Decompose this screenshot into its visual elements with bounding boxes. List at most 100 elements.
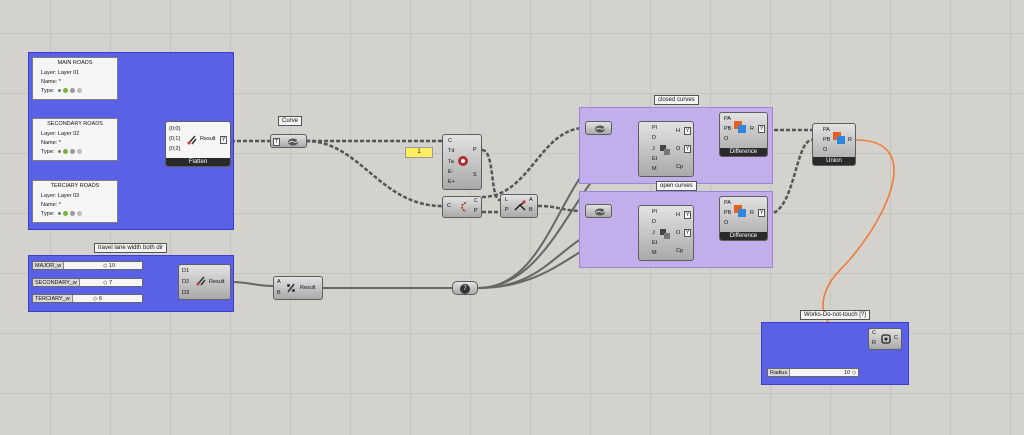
expr-input-d3[interactable]: D3 bbox=[182, 290, 190, 296]
offset-input-et[interactable]: Et bbox=[652, 240, 658, 246]
union-output-r[interactable]: R bbox=[848, 137, 852, 143]
offset-distance-panel[interactable]: 1 bbox=[405, 147, 433, 158]
offset-output-cp[interactable]: Cp bbox=[676, 164, 684, 170]
expression-component[interactable]: D1 D2 D3 Result bbox=[178, 264, 231, 300]
union-input-o[interactable]: O bbox=[823, 147, 828, 153]
offset-output-s[interactable]: S bbox=[473, 172, 477, 178]
expr-input-d1[interactable]: D1 bbox=[182, 268, 190, 274]
region-difference-open[interactable]: PA PB O R Y Difference bbox=[719, 196, 768, 241]
fillet-input-c[interactable]: C bbox=[872, 330, 876, 336]
slider-secondary-width[interactable]: SECONDARY_w 7 ◇ bbox=[32, 278, 143, 287]
closed-output-c[interactable]: C bbox=[474, 198, 478, 204]
offset-input-d[interactable]: D bbox=[652, 219, 656, 225]
closed-output-p[interactable]: P bbox=[474, 208, 478, 214]
expr-output[interactable]: Result bbox=[209, 279, 225, 285]
flatten-component[interactable]: {0;0} {0;1} {0;2} Result Y Flatten bbox=[165, 121, 231, 167]
region-union-component[interactable]: PA PB O R Union bbox=[812, 123, 856, 166]
diff-input-o[interactable]: O bbox=[724, 220, 729, 226]
offset-input-ta[interactable]: Ta bbox=[448, 159, 454, 165]
layer-type-row: Type: bbox=[41, 211, 82, 217]
expr-input-d2[interactable]: D2 bbox=[182, 279, 190, 285]
diff-input-pa[interactable]: PA bbox=[724, 116, 731, 122]
layer-terciary-roads[interactable]: TERCIARY ROADS Layer: Layer 03 Name: * T… bbox=[32, 180, 118, 223]
number-param[interactable]: 7 bbox=[452, 281, 478, 295]
diff-input-o[interactable]: O bbox=[724, 136, 729, 142]
offset-curve-closed[interactable]: Pl D J Et M H Y O Y Cp bbox=[638, 121, 694, 177]
divide-input-b[interactable]: B bbox=[277, 290, 281, 296]
dispatch-output-a[interactable]: A bbox=[529, 197, 533, 203]
dispatch-input-p[interactable]: P bbox=[505, 207, 509, 213]
diff-output-r[interactable]: R bbox=[750, 210, 754, 216]
slider-radius[interactable]: Radius 10 ◇ bbox=[767, 368, 859, 377]
offset-input-et[interactable]: Et bbox=[652, 156, 658, 162]
dispatch-component[interactable]: L P A B bbox=[500, 194, 538, 218]
offset-output-tab[interactable]: Y bbox=[684, 145, 692, 153]
union-input-pa[interactable]: PA bbox=[823, 127, 830, 133]
diff-input-pb[interactable]: PB bbox=[724, 210, 732, 216]
fillet-input-r[interactable]: R bbox=[872, 340, 876, 346]
slider-value: 6 bbox=[99, 296, 103, 302]
fillet-component[interactable]: C R C bbox=[868, 328, 902, 350]
slider-major-width[interactable]: MAJOR_w 10 ◇ bbox=[32, 261, 143, 270]
offset-input-d[interactable]: D bbox=[652, 135, 656, 141]
curve-input-tab[interactable]: T bbox=[273, 138, 281, 146]
region-difference-closed[interactable]: PA PB O R Y Difference bbox=[719, 112, 768, 157]
slider-grip[interactable]: ◇ bbox=[103, 280, 108, 286]
slider-grip[interactable]: ◇ bbox=[852, 370, 857, 376]
offset-input-m[interactable]: M bbox=[652, 250, 657, 256]
slider-terciary-width[interactable]: TERCIARY_w 6 ◇ bbox=[32, 294, 143, 303]
slider-grip[interactable]: ◇ bbox=[93, 296, 98, 302]
slider-value: 10 bbox=[109, 263, 116, 269]
offset-input-j[interactable]: J bbox=[652, 230, 655, 236]
curve-param[interactable]: T bbox=[270, 134, 307, 148]
curve-param-open[interactable] bbox=[585, 204, 612, 218]
offset-output-h[interactable]: H bbox=[676, 128, 680, 134]
offset-output-cp[interactable]: Cp bbox=[676, 248, 684, 254]
flatten-input-2[interactable]: {0;2} bbox=[169, 146, 181, 152]
offset-curve-component[interactable]: C Td Ta E- E+ P S bbox=[442, 134, 482, 190]
closed-input-c[interactable]: C bbox=[447, 203, 451, 209]
layer-layer: Layer: Layer 01 bbox=[41, 70, 80, 76]
fillet-output-c[interactable]: C bbox=[894, 335, 898, 341]
layer-secondary-roads[interactable]: SECONDARY ROADS Layer: Layer 02 Name: * … bbox=[32, 118, 118, 161]
offset-input-m[interactable]: M bbox=[652, 166, 657, 172]
diff-output-tab[interactable]: Y bbox=[758, 209, 766, 217]
divide-output[interactable]: Result bbox=[300, 285, 316, 291]
dispatch-output-b[interactable]: B bbox=[529, 207, 533, 213]
offset-output-o[interactable]: O bbox=[676, 230, 681, 236]
offset-output-p[interactable]: P bbox=[473, 147, 477, 153]
flatten-input-1[interactable]: {0;1} bbox=[169, 136, 181, 142]
dispatch-input-l[interactable]: L bbox=[505, 197, 509, 203]
offset-input-eplus[interactable]: E+ bbox=[448, 179, 455, 185]
layer-type-row: Type: bbox=[41, 88, 82, 94]
offset-output-o[interactable]: O bbox=[676, 146, 681, 152]
layer-type-row: Type: bbox=[41, 149, 82, 155]
flatten-output[interactable]: Result bbox=[200, 136, 216, 142]
offset-input-td[interactable]: Td bbox=[448, 148, 455, 154]
offset-input-j[interactable]: J bbox=[652, 146, 655, 152]
flatten-input-0[interactable]: {0;0} bbox=[169, 126, 181, 132]
offset-output-h[interactable]: H bbox=[676, 212, 680, 218]
slider-grip[interactable]: ◇ bbox=[103, 263, 108, 269]
diff-output-tab[interactable]: Y bbox=[758, 125, 766, 133]
offset-output-tab[interactable]: Y bbox=[684, 211, 692, 219]
offset-curve-open[interactable]: Pl D J Et M H Y O Y Cp bbox=[638, 205, 694, 261]
curve-param-closed[interactable] bbox=[585, 121, 612, 135]
offset-input-pl[interactable]: Pl bbox=[652, 209, 657, 215]
union-input-pb[interactable]: PB bbox=[823, 137, 831, 143]
flatten-output-tab[interactable]: Y bbox=[220, 136, 228, 144]
offset-output-tab[interactable]: Y bbox=[684, 229, 692, 237]
diff-input-pa[interactable]: PA bbox=[724, 200, 731, 206]
point-type-icon bbox=[57, 150, 61, 154]
division-component[interactable]: A B Result bbox=[273, 276, 323, 300]
curve-closed-component[interactable]: C C P bbox=[442, 196, 482, 218]
curve-type-icon bbox=[62, 149, 68, 155]
diff-input-pb[interactable]: PB bbox=[724, 126, 732, 132]
divide-input-a[interactable]: A bbox=[277, 279, 281, 285]
offset-input-eminus[interactable]: E- bbox=[448, 169, 454, 175]
offset-input-c[interactable]: C bbox=[448, 138, 452, 144]
layer-main-roads[interactable]: MAIN ROADS Layer: Layer 01 Name: * Type: bbox=[32, 57, 118, 100]
offset-output-tab[interactable]: Y bbox=[684, 127, 692, 135]
offset-input-pl[interactable]: Pl bbox=[652, 125, 657, 131]
diff-output-r[interactable]: R bbox=[750, 126, 754, 132]
